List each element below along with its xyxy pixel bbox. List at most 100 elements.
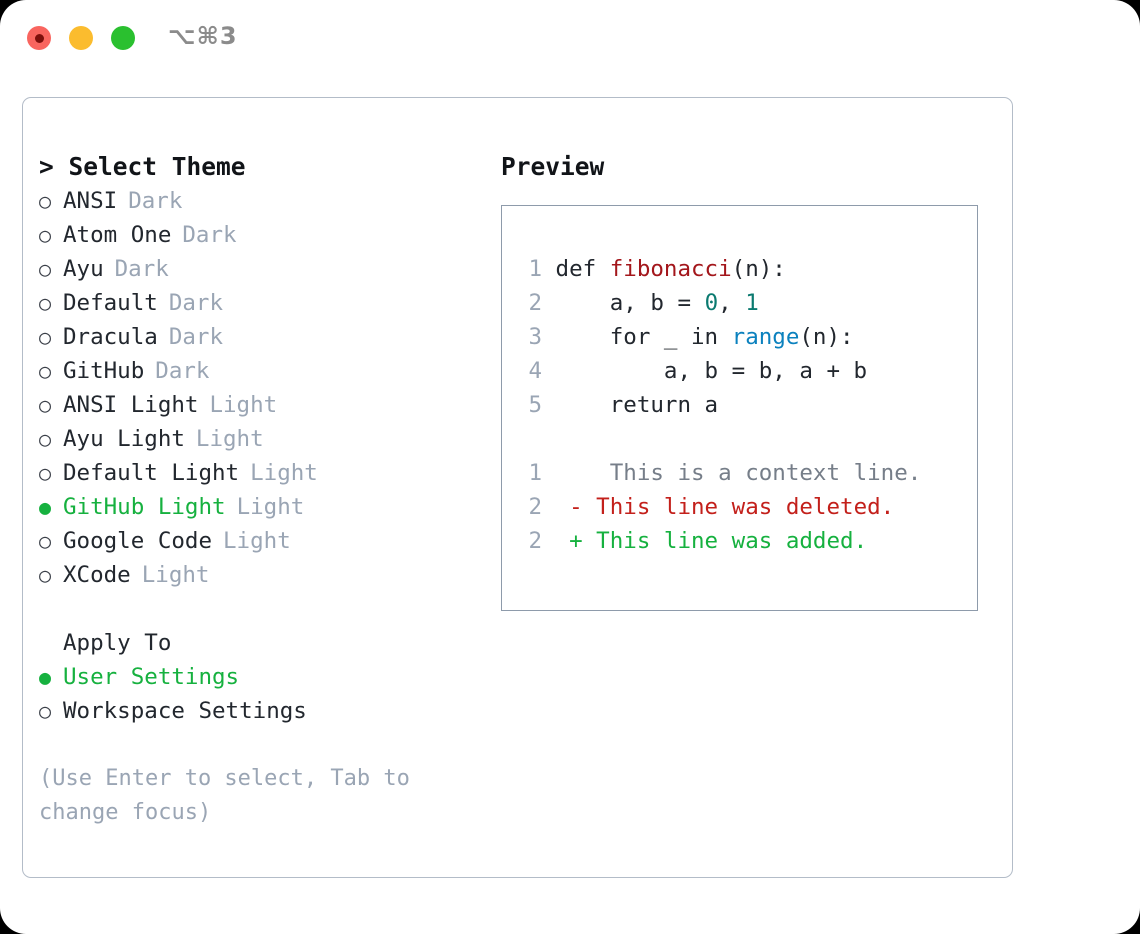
apply-to-heading: Apply To (63, 630, 172, 656)
radio-unselected-icon: ○ (39, 563, 52, 587)
diff-sign: + (569, 528, 583, 554)
radio-unselected-icon: ○ (39, 427, 52, 451)
line-number: 5 (528, 392, 542, 418)
preview-heading: Preview (501, 152, 605, 181)
code-token-fn: fibonacci (609, 256, 732, 282)
theme-option-label: Ayu (63, 256, 104, 282)
theme-variant-badge: Dark (168, 324, 224, 350)
diff-text: This line was deleted. (582, 494, 895, 520)
code-token-num: 0 (704, 290, 719, 316)
theme-variant-badge: Light (236, 494, 305, 520)
diff-sign (569, 460, 583, 486)
theme-variant-badge: Light (223, 528, 291, 554)
diff-line-add: 2 + This line was added. (516, 524, 921, 558)
radio-unselected-icon: ○ (39, 325, 52, 349)
line-number: 2 (528, 290, 542, 316)
theme-option-label: XCode (63, 562, 131, 588)
code-line: 2 a, b = 0, 1 (516, 286, 921, 320)
theme-option-ayu[interactable]: ○ Ayu Dark (39, 252, 479, 286)
theme-option-label: Ayu Light (63, 426, 185, 452)
theme-variant-badge: Light (209, 392, 278, 418)
diff-line-ctx: 1 This is a context line. (516, 456, 921, 490)
apply-to-option-user-settings[interactable]: ●User Settings (39, 660, 479, 694)
theme-option-github-light[interactable]: ● GitHub Light Light (39, 490, 479, 524)
theme-option-label: GitHub Light (63, 494, 226, 520)
radio-unselected-icon: ○ (39, 189, 52, 213)
code-token-plain: a, b = b, a + b (555, 358, 868, 384)
code-token-plain: def (555, 256, 610, 282)
theme-option-label: Default Light (63, 460, 240, 486)
radio-unselected-icon: ○ (39, 257, 52, 281)
theme-variant-badge: Dark (182, 222, 237, 248)
theme-variant-badge: Dark (114, 256, 169, 282)
line-number: 2 (528, 528, 542, 554)
theme-option-github[interactable]: ○ GitHub Dark (39, 354, 479, 388)
code-blank-line (516, 422, 921, 456)
apply-to-option-label: Workspace Settings (63, 698, 307, 724)
diff-text: This line was added. (582, 528, 868, 554)
radio-unselected-icon: ○ (39, 699, 52, 723)
radio-selected-icon: ● (39, 495, 52, 519)
minimize-button[interactable] (69, 26, 93, 50)
line-number: 1 (528, 460, 542, 486)
code-token-num: 1 (745, 290, 759, 316)
line-number: 1 (528, 256, 542, 282)
code-line: 4 a, b = b, a + b (516, 354, 921, 388)
diff-line-del: 2 - This line was deleted. (516, 490, 921, 524)
keyboard-hint: (Use Enter to select, Tab to change focu… (39, 766, 410, 825)
theme-variant-badge: Light (195, 426, 264, 452)
theme-variant-badge: Dark (155, 358, 210, 384)
line-number: 3 (528, 324, 542, 350)
radio-unselected-icon: ○ (39, 529, 52, 553)
theme-option-ansi[interactable]: ○ ANSI Dark (39, 184, 479, 218)
radio-selected-icon: ● (39, 665, 52, 689)
traffic-lights (27, 26, 135, 50)
theme-variant-badge: Light (250, 460, 318, 486)
preview-column: Preview 1 def fibonacci(n):2 a, b = 0, 1… (501, 150, 1001, 611)
code-token-plain: (n): (799, 324, 854, 350)
theme-option-dracula[interactable]: ○ Dracula Dark (39, 320, 479, 354)
zoom-button[interactable] (111, 26, 135, 50)
title-bar: ⌥⌘3 (0, 0, 1140, 78)
close-button[interactable] (27, 26, 51, 50)
code-token-plain: a, b = (555, 290, 705, 316)
theme-variant-badge: Dark (128, 188, 183, 214)
select-theme-heading: > Select Theme (39, 152, 246, 181)
theme-option-label: GitHub (63, 358, 145, 384)
radio-unselected-icon: ○ (39, 291, 52, 315)
line-number: 4 (528, 358, 542, 384)
code-line: 5 return a (516, 388, 921, 422)
theme-option-atom-one[interactable]: ○ Atom One Dark (39, 218, 479, 252)
code-line: 3 for _ in range(n): (516, 320, 921, 354)
code-token-plain: , (718, 290, 746, 316)
code-token-plain: (n): (731, 256, 786, 282)
diff-sign: - (569, 494, 583, 520)
code-token-plain: for _ in (555, 324, 732, 350)
apply-to-option-workspace-settings[interactable]: ○ Workspace Settings (39, 694, 479, 728)
window-title-shortcut: ⌥⌘3 (168, 22, 238, 50)
code-line: 1 def fibonacci(n): (516, 252, 921, 286)
theme-option-ayu-light[interactable]: ○ Ayu Light Light (39, 422, 479, 456)
radio-unselected-icon: ○ (39, 223, 52, 247)
diff-text: This is a context line. (582, 460, 922, 486)
theme-variant-badge: Dark (168, 290, 224, 316)
radio-unselected-icon: ○ (39, 359, 52, 383)
theme-option-label: Google Code (63, 528, 213, 554)
code-token-plain: return a (555, 392, 719, 418)
theme-option-label: Dracula (63, 324, 158, 350)
theme-option-label: Atom One (63, 222, 172, 248)
apply-to-list: ●User Settings ○ Workspace Settings (39, 660, 479, 728)
list-spacer (39, 592, 479, 626)
theme-option-google-code[interactable]: ○ Google Code Light (39, 524, 479, 558)
radio-unselected-icon: ○ (39, 393, 52, 417)
theme-option-label: ANSI (63, 188, 118, 214)
